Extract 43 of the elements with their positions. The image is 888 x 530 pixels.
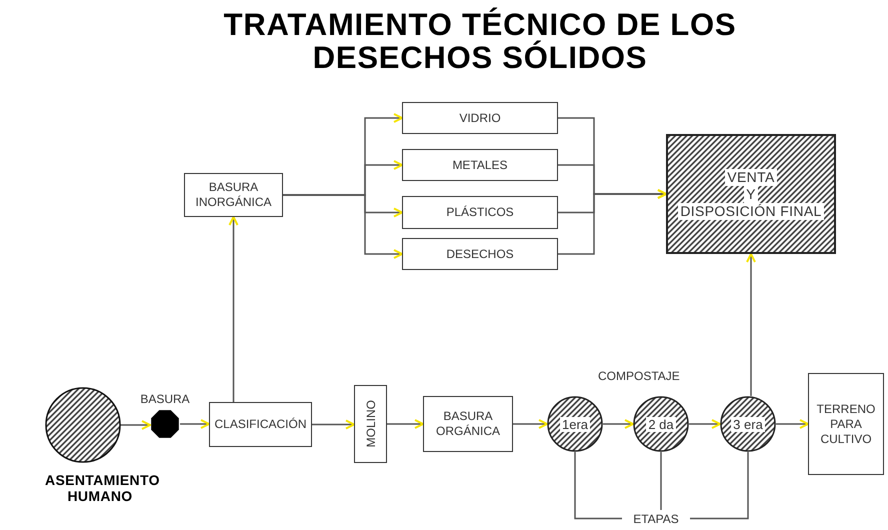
- node-label: TERRENO PARA CULTIVO: [816, 402, 876, 446]
- arrow: [228, 216, 238, 402]
- process-box: [184, 173, 283, 217]
- node-label: VENTA: [725, 168, 777, 186]
- arrow: [312, 420, 355, 430]
- node-label: MOLINO: [362, 400, 378, 448]
- node-label: VIDRIO: [459, 110, 501, 126]
- process-box: [808, 373, 884, 475]
- process-box: [402, 196, 558, 229]
- process-box: [209, 402, 312, 447]
- arrow: [746, 253, 756, 396]
- hatched-box: [666, 134, 836, 254]
- process-box: [402, 102, 558, 134]
- arrow: [513, 419, 548, 429]
- node-label: BASURA: [140, 392, 190, 406]
- group-label: COMPOSTAJE: [598, 368, 680, 385]
- arrow: [776, 419, 809, 429]
- process-box: [423, 396, 513, 452]
- connector-line: [574, 452, 622, 520]
- node-label: 2 da: [646, 416, 676, 432]
- arrow: [603, 419, 634, 429]
- arrow: [180, 419, 210, 429]
- connector-line: [690, 452, 749, 520]
- process-box: [402, 149, 558, 181]
- connector-line: [660, 452, 662, 510]
- node-label: METALES: [452, 158, 508, 172]
- node-label: 1era: [560, 416, 590, 432]
- node-label: 3 era: [731, 416, 765, 432]
- diagram-title: TRATAMIENTO TÉCNICO DE LOS DESECHOS SÓLIDOS: [222, 8, 738, 74]
- node-label: CLASIFICACIÓN: [214, 417, 306, 432]
- arrow: [558, 189, 667, 255]
- arrow: [689, 419, 721, 429]
- node-label: PLÁSTICOS: [446, 205, 514, 220]
- process-box: [354, 385, 387, 463]
- process-box: [402, 238, 558, 270]
- node-label: BASURA INORGÁNICA: [194, 180, 272, 210]
- arrow: [120, 420, 151, 430]
- node-label: BASURA ORGÁNICA: [434, 409, 501, 439]
- arrow: [283, 194, 403, 259]
- node-label: DISPOSICIÓN FINAL: [678, 202, 824, 220]
- node-label: Y: [744, 186, 758, 202]
- node-label: DESECHOS: [446, 246, 514, 262]
- arrow: [387, 419, 424, 429]
